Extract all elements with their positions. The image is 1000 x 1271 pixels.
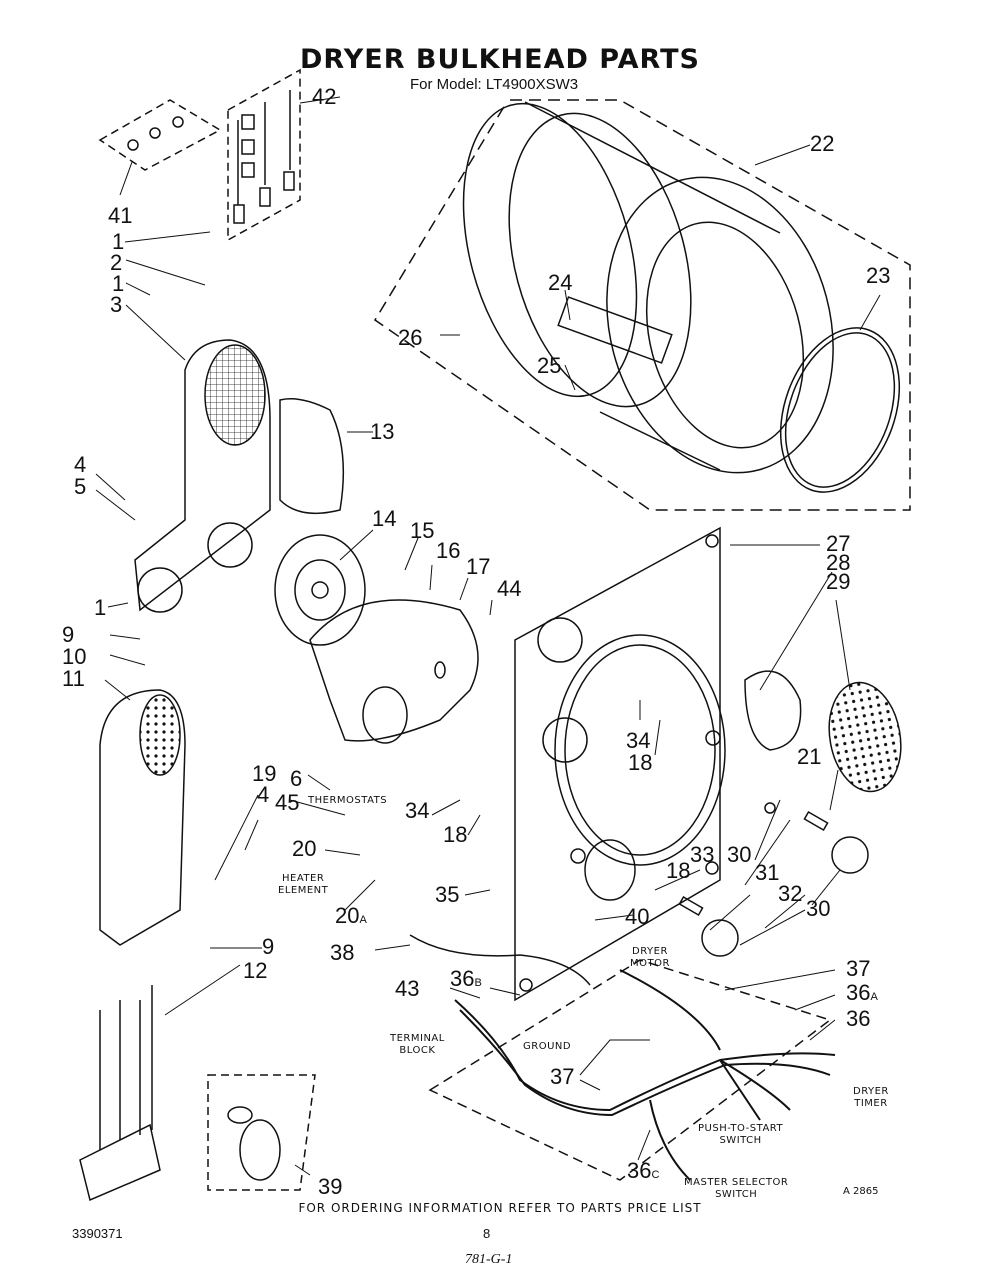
heater-box-11 [99, 689, 186, 946]
callout-38: 38 [330, 940, 355, 965]
label-master-selector-switch: MASTER SELECTOR SWITCH [684, 1177, 789, 1200]
callout-39: 39 [318, 1174, 343, 1199]
wire-kit-39 [207, 1074, 316, 1191]
illustration-ref: A 2865 [843, 1186, 879, 1197]
callout-30: 30 [806, 896, 831, 921]
idler-pulley-32 [701, 919, 739, 957]
callout-1: 1 [94, 595, 107, 620]
callout-22: 22 [810, 131, 835, 156]
label-heater-element: HEATER ELEMENT [278, 873, 329, 896]
label-ground: GROUND [523, 1041, 572, 1052]
callout-33: 33 [690, 842, 715, 867]
handwritten-code: 781-G-1 [465, 1252, 513, 1267]
callout-31: 31 [755, 860, 780, 885]
blower-wheel-14 [274, 534, 366, 646]
label-push-to-start-switch: PUSH-TO-START SWITCH [698, 1123, 784, 1146]
callout-20a: 20A [335, 903, 367, 928]
wire-harness-36 [454, 969, 836, 1181]
callout-45: 45 [275, 790, 300, 815]
idler-pulley [831, 836, 869, 874]
callout-32: 32 [778, 881, 803, 906]
callout-42: 42 [312, 84, 337, 109]
callout-36: 36 [846, 1006, 871, 1031]
heater-element-12 [79, 985, 161, 1202]
callout-16: 16 [436, 538, 461, 563]
lint-screen-29 [828, 681, 902, 793]
seal-13 [279, 398, 345, 515]
callout-29: 29 [826, 569, 851, 594]
bulkhead-27 [514, 526, 726, 1002]
callout-12: 12 [243, 958, 268, 983]
callout-18: 18 [666, 858, 691, 883]
callout-20: 20 [292, 836, 317, 861]
callout-15: 15 [410, 518, 435, 543]
callout-2: 2 [110, 250, 123, 275]
callout-40: 40 [625, 904, 650, 929]
callout-35: 35 [435, 882, 460, 907]
callout-13: 13 [370, 419, 395, 444]
drum-22 [373, 99, 911, 511]
callout-4: 4 [257, 782, 270, 807]
page-number: 8 [483, 1226, 491, 1241]
callout-18: 18 [443, 822, 468, 847]
callout-11: 11 [62, 666, 85, 691]
label-terminal-block: TERMINAL BLOCK [390, 1033, 445, 1056]
callout-23: 23 [866, 263, 891, 288]
callout-30: 30 [727, 842, 752, 867]
callout-6: 6 [290, 766, 303, 791]
callout-26: 26 [398, 325, 423, 350]
callout-4: 4 [74, 452, 87, 477]
callout-21: 21 [797, 744, 822, 769]
callout-43: 43 [395, 976, 420, 1001]
drum-seal-23 [779, 327, 901, 493]
callout-5: 5 [74, 474, 87, 499]
ordering-note: FOR ORDERING INFORMATION REFER TO PARTS … [298, 1201, 702, 1215]
callout-10: 10 [62, 644, 87, 669]
callout-24: 24 [548, 270, 573, 295]
callout-36a: 36A [846, 980, 878, 1005]
lint-housing-28 [744, 670, 802, 751]
callout-18: 18 [628, 750, 653, 775]
callout-17: 17 [466, 554, 491, 579]
callout-3: 3 [110, 292, 123, 317]
callout-44: 44 [497, 576, 522, 601]
power-cord-38 [409, 934, 591, 986]
label-dryer-timer: DRYER TIMER [853, 1086, 889, 1109]
callout-36b: 36B [450, 966, 482, 991]
callout-37: 37 [846, 956, 871, 981]
page-title: DRYER BULKHEAD PARTS [300, 44, 700, 75]
label-dryer-motor: DRYER MOTOR [630, 946, 670, 969]
callout-41: 41 [108, 203, 133, 228]
blower-housing-17 [309, 599, 479, 744]
knob-kit-41 [98, 99, 222, 171]
callout-9: 9 [262, 934, 275, 959]
model-subtitle: For Model: LT4900XSW3 [410, 76, 579, 93]
callout-9: 9 [62, 622, 75, 647]
callout-25: 25 [537, 353, 562, 378]
callout-37: 37 [550, 1064, 575, 1089]
label-thermostats: THERMOSTATS [308, 795, 388, 806]
lamp-kit-42 [227, 68, 301, 242]
callout-28: 28 [826, 550, 851, 575]
callout-34: 34 [405, 798, 430, 823]
callout-19: 19 [252, 761, 277, 786]
callout-36c: 36C [627, 1158, 660, 1183]
callout-1: 1 [112, 229, 125, 254]
callout-1: 1 [112, 271, 125, 296]
air-duct-3 [134, 339, 271, 613]
callout-14: 14 [372, 506, 397, 531]
callout-27: 27 [826, 531, 851, 556]
leader-lines [95, 96, 881, 1176]
document-number: 3390371 [72, 1226, 123, 1241]
callout-34: 34 [626, 728, 651, 753]
base-plate [428, 959, 832, 1181]
